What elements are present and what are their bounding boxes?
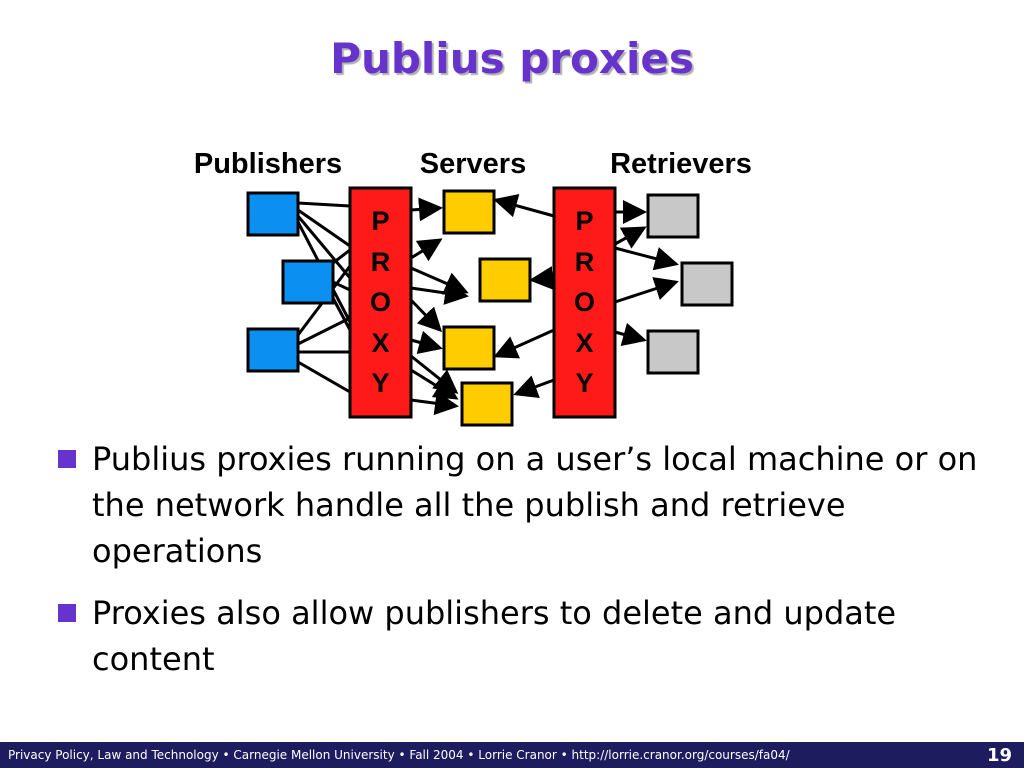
proxy-letter: O [574, 287, 595, 317]
proxy-box [552, 186, 617, 419]
arrow-line [410, 281, 469, 305]
arrow-line [410, 391, 459, 416]
bullet-item: Publius proxies running on a user’s loca… [58, 436, 988, 574]
arrow-line [513, 375, 555, 399]
slide-footer: Privacy Policy, Law and Technology • Car… [0, 742, 1024, 768]
proxy-letter: O [370, 287, 391, 317]
proxy-letter: Y [575, 368, 593, 398]
arrow-line [493, 194, 555, 218]
arrow-line [409, 298, 443, 333]
publisher-box [281, 259, 335, 305]
arrow-line [410, 197, 443, 222]
arrow-line [297, 201, 351, 208]
bullet-item: Proxies also allow publishers to delete … [58, 590, 988, 682]
proxy-letter: P [575, 206, 593, 236]
arrow-line [614, 246, 679, 271]
proxy-letter: P [371, 206, 389, 236]
arrow-line [614, 322, 647, 346]
bullet-text: Publius proxies running on a user’s loca… [92, 440, 978, 570]
page-number: 19 [986, 745, 1012, 766]
server-box [442, 189, 496, 235]
server-box [442, 325, 496, 371]
server-box [460, 381, 514, 427]
arrow-line [529, 266, 555, 291]
arrow-line [331, 297, 352, 331]
proxy-diagram: Publishers Servers Retrievers [194, 148, 752, 427]
arrow-line [614, 277, 679, 304]
arrow-line [296, 215, 352, 279]
proxy-letter: R [575, 247, 595, 277]
proxy-letter: R [371, 247, 391, 277]
bullet-text: Proxies also allow publishers to delete … [92, 594, 897, 678]
arrow-line [410, 330, 443, 354]
servers-label: Servers [420, 148, 526, 180]
publisher-box [246, 191, 300, 237]
bullet-list: Publius proxies running on a user’s loca… [58, 436, 988, 698]
publishers-label: Publishers [194, 148, 342, 180]
slide-title: Publius proxies [330, 34, 694, 83]
retriever-box [646, 329, 700, 375]
right-proxy: P R O X Y [552, 186, 617, 419]
proxy-letter: Y [371, 368, 389, 398]
footer-text: Privacy Policy, Law and Technology • Car… [8, 748, 790, 762]
proxy-letter: X [371, 328, 389, 358]
arrow-line [297, 360, 351, 394]
proxy-box [348, 186, 413, 419]
arrow-line [297, 316, 351, 346]
arrow-line [493, 328, 555, 359]
retriever-box [680, 261, 734, 307]
proxy-letter: X [575, 328, 593, 358]
square-bullet-icon [58, 450, 76, 468]
publisher-box [246, 327, 300, 373]
arrow-line [410, 238, 443, 262]
server-box [478, 257, 532, 303]
square-bullet-icon [58, 604, 76, 622]
arrow-line [297, 208, 351, 248]
retrievers-label: Retrievers [610, 148, 752, 180]
retriever-box [646, 193, 700, 239]
left-proxy: P R O X Y [348, 186, 413, 419]
arrow-line [332, 248, 351, 265]
arrow-line [614, 226, 647, 249]
connection-arrows [296, 194, 679, 416]
